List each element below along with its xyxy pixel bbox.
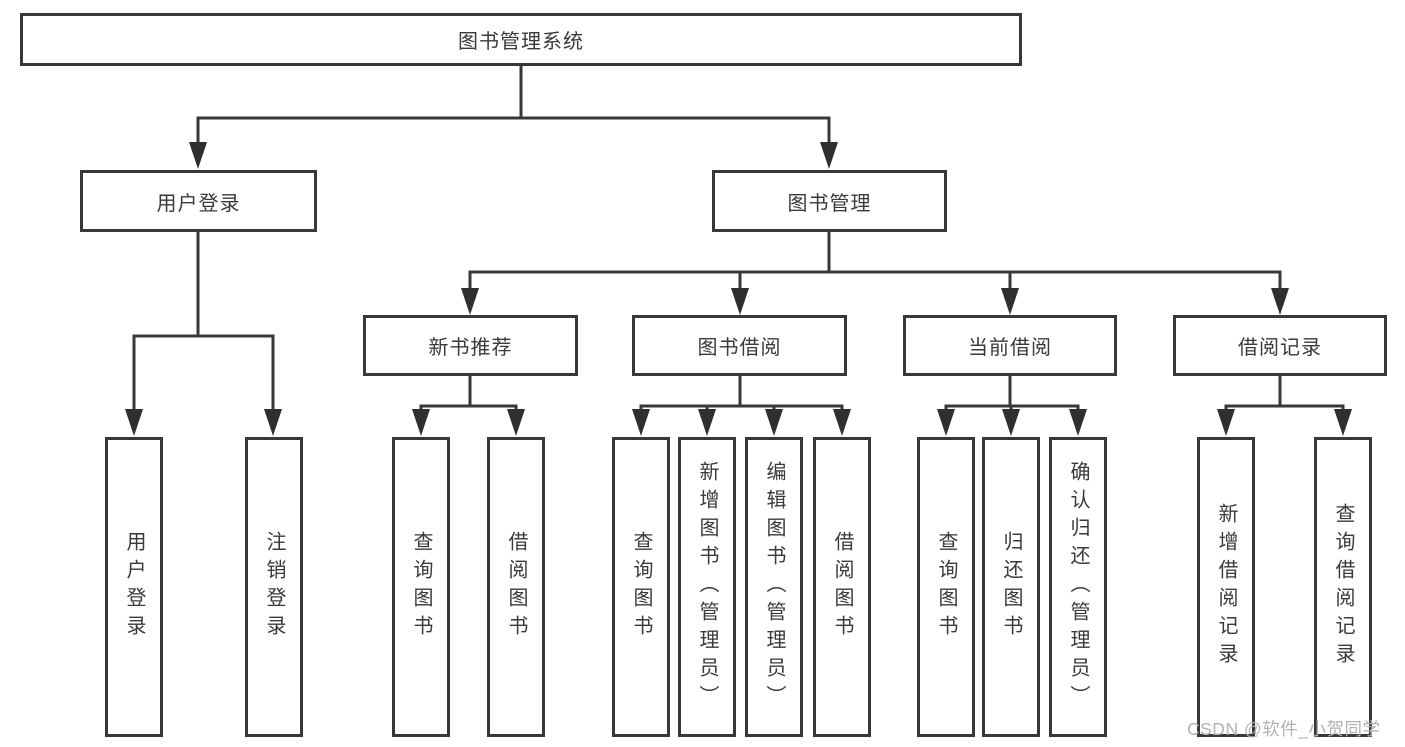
leaf-label: 查询图书: [410, 531, 432, 643]
leaf-query-borrow-record: 查询借阅记录: [1314, 437, 1372, 737]
arrowhead-icon: [1002, 409, 1020, 436]
leaf-label: 归还图书: [1000, 531, 1022, 643]
leaf-label: 注销登录: [263, 531, 285, 643]
node-borrowing-records: 借阅记录: [1173, 315, 1387, 376]
leaf-edit-books-admin: 编辑图书（管理员）: [745, 437, 803, 737]
leaf-label: 用户登录: [123, 531, 145, 643]
leaf-label: 借阅图书: [505, 531, 527, 643]
arrowhead-icon: [937, 409, 955, 436]
arrowhead-icon: [1271, 288, 1289, 315]
csdn-watermark: CSDN @软件_小贺同学: [1187, 719, 1381, 739]
node-current-borrowing: 当前借阅: [903, 315, 1117, 376]
node-library-system: 图书管理系统: [20, 13, 1022, 66]
arrowhead-icon: [765, 409, 783, 436]
arrowhead-icon: [264, 409, 282, 436]
node-user-login: 用户登录: [80, 170, 317, 232]
leaf-query-books-borrowing: 查询图书: [612, 437, 670, 737]
arrowhead-icon: [1001, 288, 1019, 315]
leaf-label: 查询借阅记录: [1332, 503, 1354, 671]
arrowhead-icon: [833, 409, 851, 436]
leaf-borrow-books-borrowing: 借阅图书: [813, 437, 871, 737]
leaf-confirm-return-admin: 确认归还（管理员）: [1049, 437, 1107, 737]
arrowhead-icon: [698, 409, 716, 436]
arrowhead-icon: [507, 409, 525, 436]
arrowhead-icon: [412, 409, 430, 436]
node-book-management: 图书管理: [712, 170, 947, 232]
leaf-borrow-books-recommend: 借阅图书: [487, 437, 545, 737]
arrowheads: [125, 142, 1352, 436]
leaf-add-borrow-record: 新增借阅记录: [1197, 437, 1255, 737]
leaf-label: 确认归还（管理员）: [1067, 461, 1089, 713]
arrowhead-icon: [1217, 409, 1235, 436]
leaf-label: 新增借阅记录: [1215, 503, 1237, 671]
leaf-user-login: 用户登录: [105, 437, 163, 737]
leaf-label: 借阅图书: [831, 531, 853, 643]
leaf-query-books-current: 查询图书: [917, 437, 975, 737]
leaf-label: 新增图书（管理员）: [696, 461, 718, 713]
arrowhead-icon: [125, 409, 143, 436]
leaf-logout: 注销登录: [245, 437, 303, 737]
node-book-borrowing: 图书借阅: [632, 315, 847, 376]
leaf-add-books-admin: 新增图书（管理员）: [678, 437, 736, 737]
leaf-return-books: 归还图书: [982, 437, 1040, 737]
leaf-label: 编辑图书（管理员）: [763, 461, 785, 713]
node-new-book-recommendation: 新书推荐: [363, 315, 578, 376]
arrowhead-icon: [461, 288, 479, 315]
arrowhead-icon: [632, 409, 650, 436]
leaf-query-books-recommend: 查询图书: [392, 437, 450, 737]
arrowhead-icon: [1069, 409, 1087, 436]
arrowhead-icon: [189, 142, 207, 169]
arrowhead-icon: [820, 142, 838, 169]
arrowhead-icon: [1334, 409, 1352, 436]
arrowhead-icon: [731, 288, 749, 315]
leaf-label: 查询图书: [630, 531, 652, 643]
leaf-label: 查询图书: [935, 531, 957, 643]
